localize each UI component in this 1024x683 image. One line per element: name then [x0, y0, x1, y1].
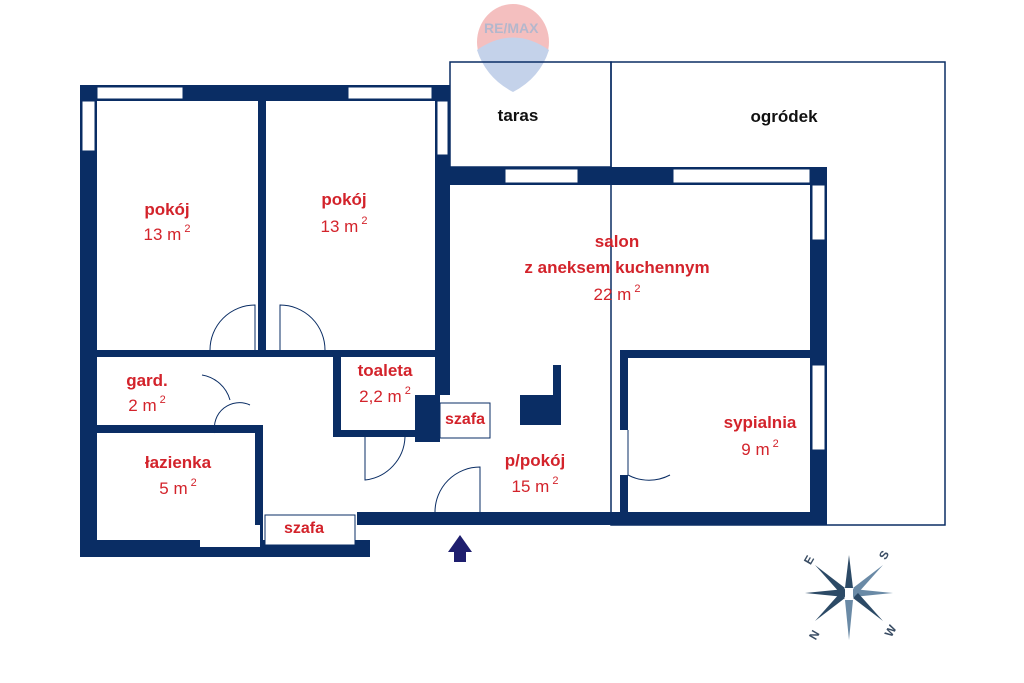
- room-name-2: z aneksem kuchennym: [524, 258, 710, 277]
- compass-rose-icon: [805, 555, 893, 640]
- remax-logo-text: RE/MAX: [484, 20, 539, 36]
- closet-label: szafa: [444, 411, 486, 428]
- entrance-arrow-icon: [448, 535, 472, 562]
- room-name: p/pokój: [504, 451, 566, 470]
- doors: [201, 304, 671, 513]
- room-name: pokój: [321, 190, 367, 209]
- room-name: pokój: [144, 200, 190, 219]
- room-name: salon: [594, 232, 640, 251]
- windows: [81, 86, 826, 546]
- room-name: toaleta: [357, 361, 413, 380]
- taras-label: taras: [497, 106, 539, 125]
- closet-label: szafa: [283, 520, 325, 537]
- remax-balloon-logo: [477, 4, 549, 92]
- room-name: łazienka: [144, 453, 212, 472]
- ogrodek-label: ogródek: [750, 107, 818, 126]
- room-name: sypialnia: [723, 413, 797, 432]
- room-name: gard.: [126, 371, 168, 390]
